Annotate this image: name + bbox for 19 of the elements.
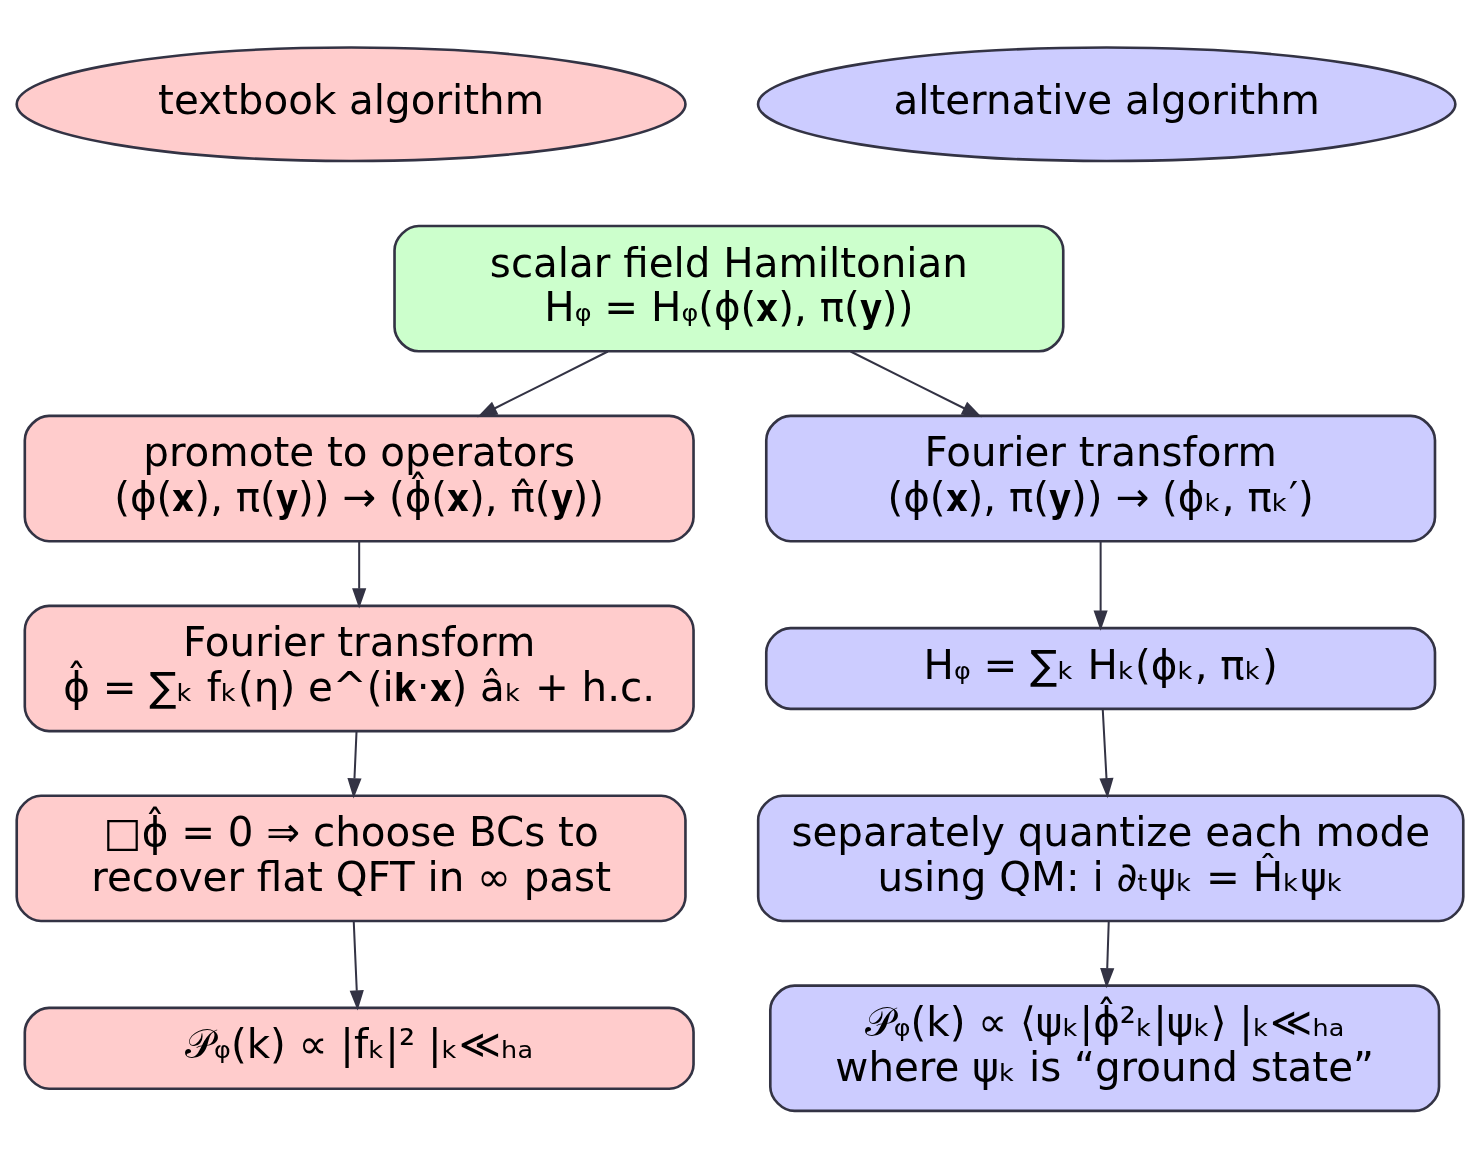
node-box: Fourier transform (ϕ(𝐱), π(𝐲)) → (ϕₖ, πₖ′) [764, 414, 1437, 542]
arrow [850, 350, 982, 417]
node-ellipse: textbook algorithm [15, 45, 687, 162]
node-box: 𝒫ᵩ(k) ∝ |fₖ|² |ₖ≪ₕₐ [23, 1006, 695, 1090]
arrow [352, 540, 367, 608]
arrow [1093, 540, 1108, 631]
node-box: separately quantize each mode using QM: i ∂ₜψₖ = Ĥₖψₖ [756, 793, 1465, 922]
node-box: scalar field Hamiltonian Hᵩ = Hᵩ(ϕ(𝐱), π(𝐲)) [393, 224, 1065, 353]
node-box: promote to operators (ϕ(𝐱), π(𝐲)) → (ϕ̂(𝐱), π̂(𝐲)) [23, 414, 695, 542]
node-box: Fourier transform ϕ̂ = ∑ₖ fₖ(η) e^(i𝐤·𝐱) âₖ + h.c. [23, 604, 695, 732]
node-box: Hᵩ = ∑ₖ Hₖ(ϕₖ, πₖ) [764, 626, 1437, 710]
arrow [347, 730, 362, 798]
arrow [1100, 920, 1115, 988]
arrow [477, 350, 609, 417]
node-ellipse: alternative algorithm [756, 45, 1457, 162]
arrow [349, 920, 364, 1011]
arrow [1099, 708, 1114, 798]
node-box: 𝒫ᵩ(k) ∝ ⟨ψₖ|ϕ̂²ₖ|ψₖ⟩ |ₖ≪ₕₐ where ψₖ is “ground state” [769, 983, 1441, 1112]
node-box: □ϕ̂ = 0 ⇒ choose BCs to recover flat QFT in ∞ past [15, 793, 687, 922]
